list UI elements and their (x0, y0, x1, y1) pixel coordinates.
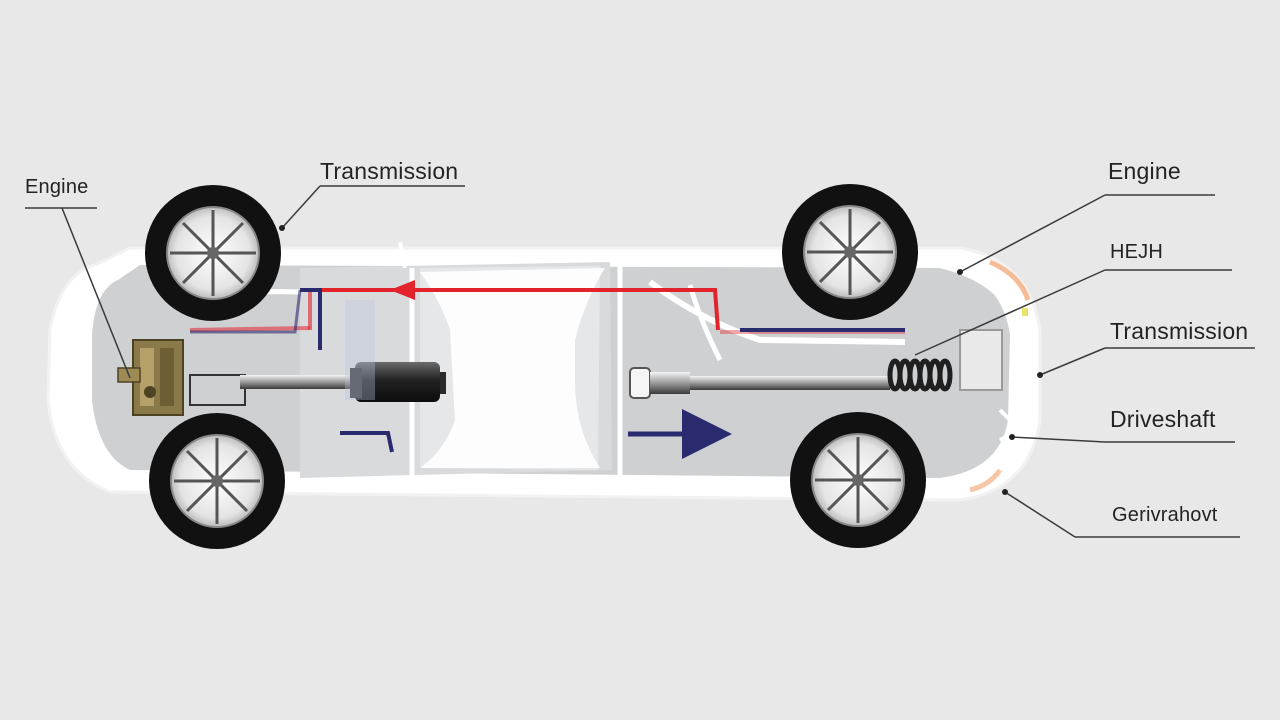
leader-lines (25, 185, 1255, 538)
leader-dots (279, 225, 1043, 495)
left-driveshaft (189, 300, 446, 406)
label-transmission-right: Transmission (1110, 318, 1249, 344)
navy-flow-lines (190, 288, 905, 459)
label-driveshaft: Driveshaft (1110, 406, 1216, 432)
wheel-front-right (782, 184, 918, 320)
label-engine-right: Engine (1108, 158, 1181, 184)
wheel-rear-right (790, 412, 926, 548)
label-hejh: HEJH (1110, 241, 1164, 263)
wheel-rear-left (149, 413, 285, 549)
spring (887, 358, 953, 392)
wheel-front-left (145, 185, 281, 321)
label-engine-left: Engine (25, 176, 89, 198)
label-transmission-top: Transmission (320, 158, 459, 184)
label-gerivrahovt: Gerivrahovt (1112, 504, 1218, 526)
left-engine-block (117, 339, 184, 416)
right-driveshaft (629, 358, 953, 399)
